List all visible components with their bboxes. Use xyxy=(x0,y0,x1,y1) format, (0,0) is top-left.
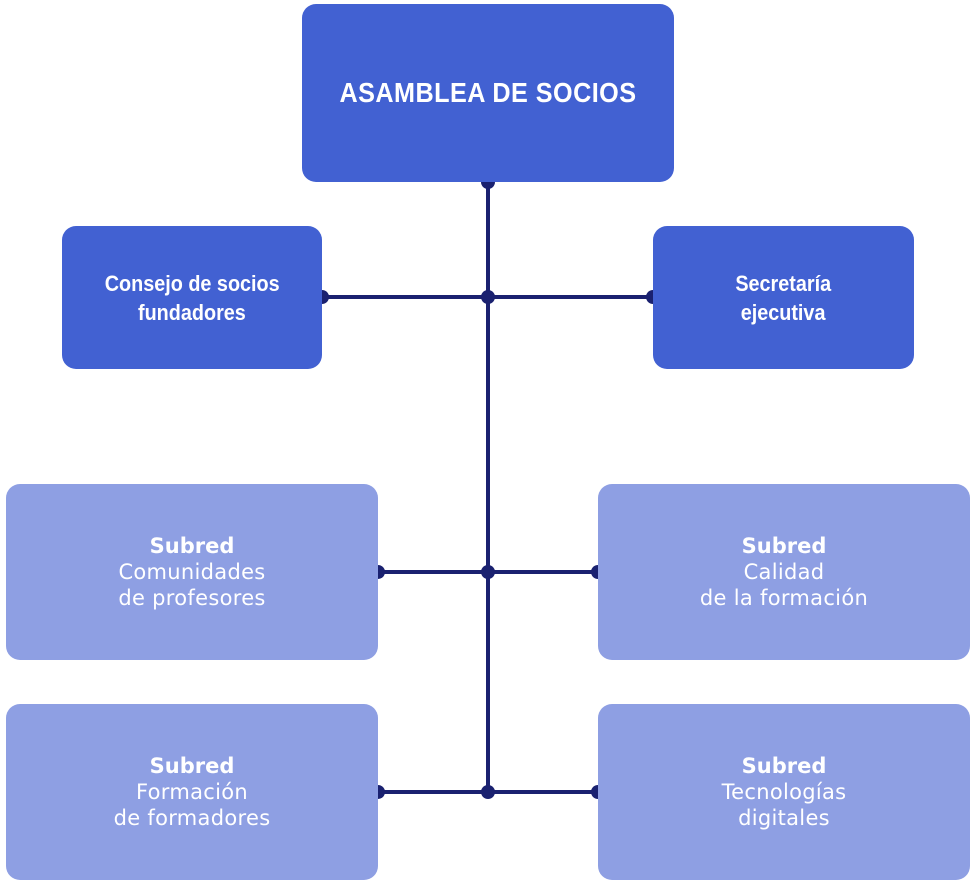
secretariat-box: Secretaría ejecutiva xyxy=(653,226,914,369)
subnet-box-training-quality: Subred Calidad de la formación xyxy=(598,484,970,660)
subnet-box-teacher-communities: Subred Comunidades de profesores xyxy=(6,484,378,660)
subnet-line2: de profesores xyxy=(118,586,266,610)
council-label-line2: fundadores xyxy=(138,299,246,325)
subnet-heading: Subred xyxy=(741,534,827,558)
council-box: Consejo de socios fundadores xyxy=(62,226,322,369)
subnet-line2: de formadores xyxy=(113,806,271,830)
subnet-heading: Subred xyxy=(149,754,235,778)
subnet-heading: Subred xyxy=(149,534,235,558)
subnet-line1: Calidad xyxy=(743,560,825,584)
subnet-heading: Subred xyxy=(741,754,827,778)
connector-node xyxy=(481,785,495,799)
subnet-line1: Tecnologías xyxy=(721,780,847,804)
connector-node xyxy=(481,565,495,579)
connector-node xyxy=(481,290,495,304)
subnet-line1: Comunidades xyxy=(118,560,266,584)
subnet-line1: Formación xyxy=(135,780,248,804)
secretariat-label-line2: ejecutiva xyxy=(741,299,826,325)
subnet-box-trainer-training: Subred Formación de formadores xyxy=(6,704,378,880)
assembly-label: ASAMBLEA DE SOCIOS xyxy=(339,77,637,108)
council-label-line1: Consejo de socios xyxy=(104,270,280,296)
subnet-box-digital-technologies: Subred Tecnologías digitales xyxy=(598,704,970,880)
subnet-line2: de la formación xyxy=(699,586,869,610)
assembly-box: ASAMBLEA DE SOCIOS xyxy=(302,4,674,182)
secretariat-label-line1: Secretaría xyxy=(735,270,832,296)
subnet-line2: digitales xyxy=(738,806,830,830)
